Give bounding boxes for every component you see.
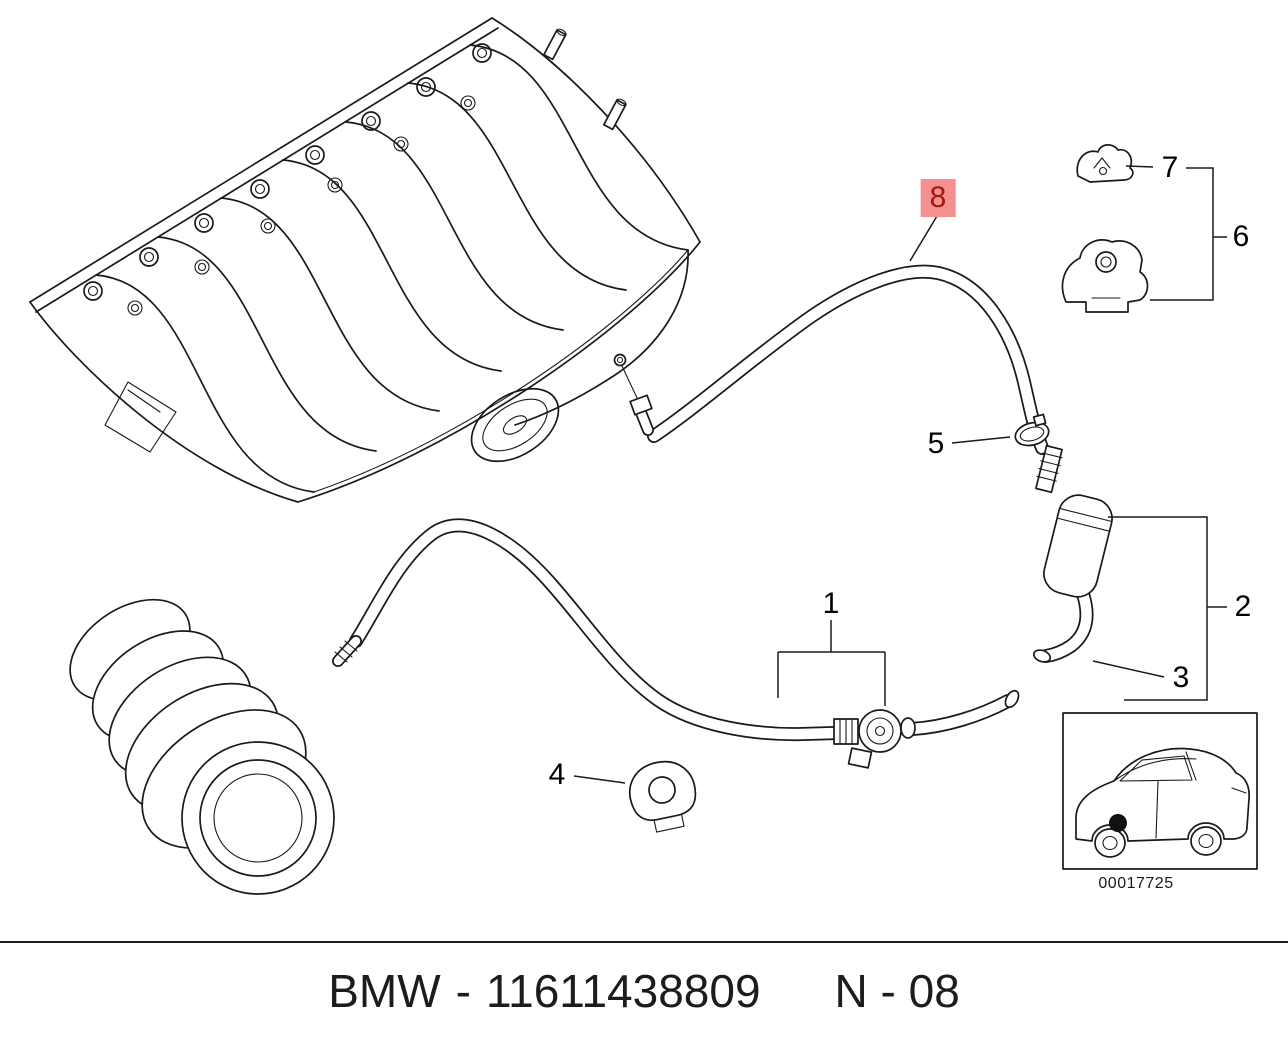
caption-part-number: 11611438809 [485, 964, 761, 1017]
holder-clip-drawing [628, 760, 697, 833]
vacuum-valve-2-drawing [1032, 444, 1113, 663]
injector-bosses [127, 95, 476, 316]
thumbnail-image-number: 00017725 [1098, 875, 1174, 892]
callout-8[interactable]: 8 [920, 179, 956, 217]
lower-vacuum-hose-drawing [349, 518, 1020, 742]
caption-bar: BMW - 11611438809 N - 08 [0, 941, 1288, 1038]
callout-4[interactable]: 4 [548, 758, 566, 791]
callout-2[interactable]: 2 [1234, 590, 1252, 623]
leader-lines [573, 165, 1227, 784]
manifold-hose-fitting-drawing [629, 394, 654, 436]
callout-6[interactable]: 6 [1232, 220, 1250, 253]
caption-separator: - [455, 964, 471, 1017]
thumbnail-box [1062, 712, 1258, 870]
hose-end-fitting-drawing [332, 635, 362, 667]
car-thumbnail [1062, 712, 1258, 870]
caption-diagram-code: N - 08 [834, 964, 960, 1017]
spring-clip-drawing [1076, 144, 1134, 183]
holder-bracket-drawing [1061, 239, 1149, 313]
vacuum-valve-1-drawing [833, 709, 916, 769]
caption-part-reference: BMW - 11611438809 [328, 964, 760, 1018]
caption-brand: BMW [328, 964, 441, 1017]
intake-manifold-drawing [29, 17, 701, 503]
hose-clamp-drawing [1014, 413, 1050, 447]
callout-5[interactable]: 5 [927, 427, 945, 460]
vacuum-hose-8-drawing [647, 264, 1049, 455]
location-dot [1109, 814, 1127, 832]
flange-bolt-holes [83, 43, 492, 301]
callout-7[interactable]: 7 [1161, 151, 1179, 184]
intake-boot-drawing [69, 598, 335, 895]
callout-3[interactable]: 3 [1172, 661, 1190, 694]
throttle-flange [470, 387, 560, 463]
callout-1[interactable]: 1 [822, 587, 840, 620]
